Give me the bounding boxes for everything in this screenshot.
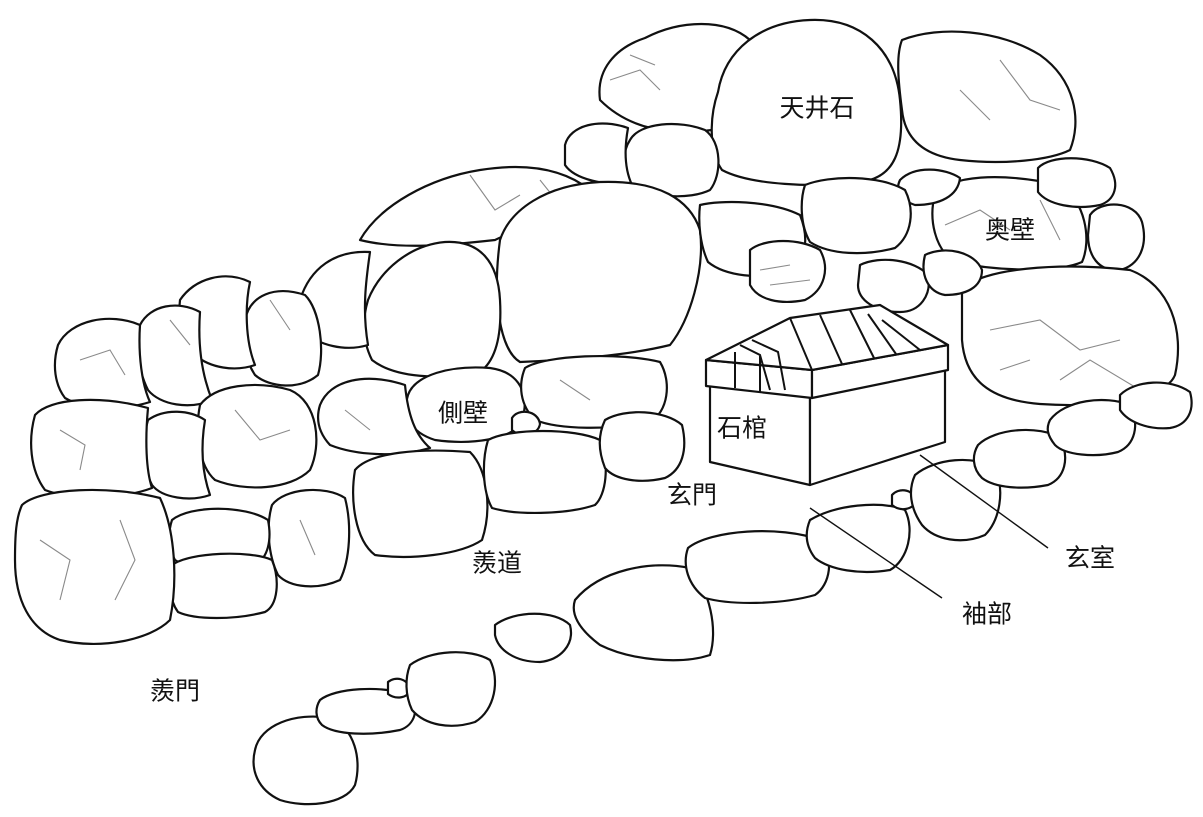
floor-stone-6 [572, 564, 715, 662]
stone-sarcophagus [704, 303, 950, 487]
floor-stone-7 [684, 530, 831, 605]
back-wall-stone-4 [960, 265, 1180, 407]
floor-stone-4 [405, 651, 497, 727]
side-wall-stone-back-small [748, 240, 827, 303]
side-wall-stone-base-corner [13, 488, 176, 646]
leader-lines [809, 454, 1049, 599]
back-wall-stones [897, 157, 1180, 407]
floor-stone-13 [1118, 381, 1193, 430]
side-wall-stone-low-4 [142, 410, 212, 500]
side-wall-stone-low-2 [317, 377, 432, 456]
floor-stone-10 [909, 458, 1002, 542]
side-wall-stone-base-2 [482, 429, 607, 515]
ceiling-stones [563, 18, 1077, 198]
label-chamber: 玄室 [1065, 544, 1115, 573]
side-wall-stone-upper-left [242, 290, 323, 387]
side-wall-stone-mid [362, 240, 502, 378]
label-sarcophagus: 石棺 [717, 414, 767, 443]
side-wall-stone-large [495, 180, 703, 364]
side-wall-lower [13, 354, 686, 646]
sarcophagus-lid-top [704, 303, 950, 372]
floor-stone-12 [1046, 398, 1137, 457]
side-wall-stone-corner-top [53, 317, 152, 409]
leader-chamber [919, 454, 1049, 549]
ceiling-stone-main [710, 18, 903, 186]
side-wall-stone-base-1 [352, 449, 489, 558]
label-sleeve: 袖部 [962, 600, 1012, 629]
back-wall-stone-2 [1036, 157, 1117, 208]
side-wall-stone-base-3 [598, 411, 686, 482]
side-wall-upper [53, 165, 984, 409]
label-outer-gate: 羨門 [150, 677, 200, 706]
floor-border-stones [252, 381, 1193, 806]
side-wall-stone-back-low [856, 258, 930, 314]
label-inner-gate: 玄門 [667, 481, 717, 510]
label-side-wall: 側壁 [438, 399, 488, 428]
label-passage: 羨道 [472, 549, 522, 578]
floor-stone-8 [805, 503, 911, 573]
label-back-wall: 奥壁 [985, 216, 1035, 245]
floor-stone-5 [493, 612, 573, 664]
ceiling-stone-rim-left [563, 122, 634, 187]
leader-sleeve [809, 507, 943, 599]
side-wall-stone-back-right [800, 176, 912, 255]
floor-stone-1 [252, 715, 359, 806]
side-wall-stone-back-low2 [922, 249, 984, 297]
floor-stone-2 [315, 687, 417, 735]
floor-stone-11 [972, 428, 1067, 489]
ceiling-stone-right [897, 30, 1077, 164]
side-wall-stone-base-6 [168, 552, 278, 620]
labels: 天井石 奥壁 側壁 石棺 玄門 羨道 羨門 玄室 袖部 [150, 94, 1115, 706]
label-ceiling-stone: 天井石 [779, 94, 854, 123]
side-wall-stone-base-4 [267, 488, 351, 588]
back-wall-stone-3 [1086, 203, 1146, 272]
side-wall-stone-low-5 [30, 398, 154, 499]
